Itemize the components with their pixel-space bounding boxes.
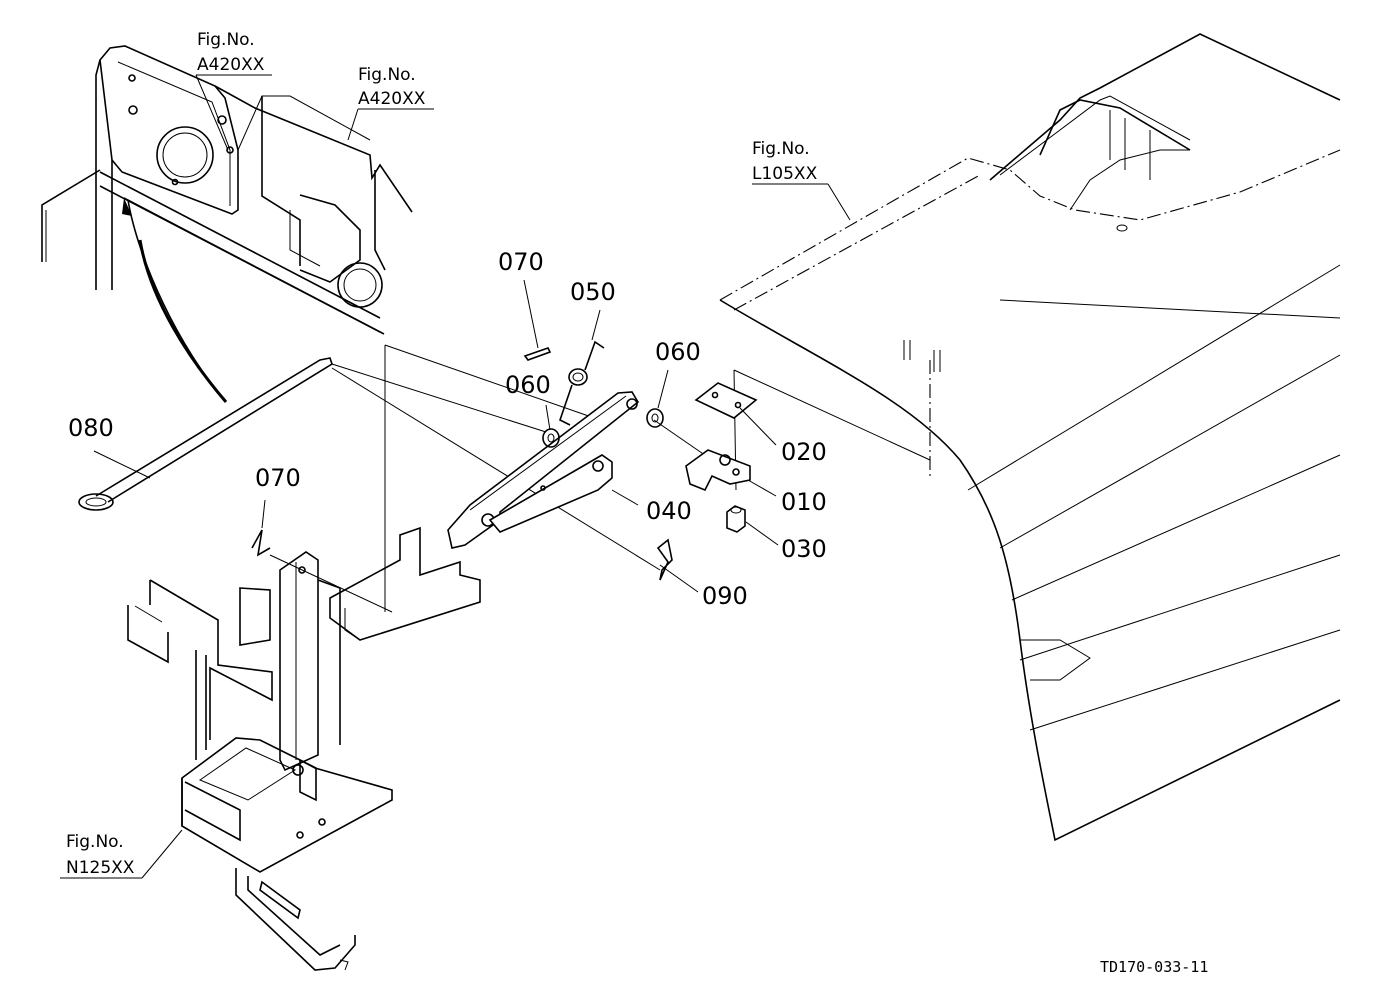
fig-ref-3-prefix: Fig.No. xyxy=(752,139,810,159)
label-070-a: 070 xyxy=(498,248,544,276)
exploded-parts xyxy=(78,340,931,613)
fig-ref-2-prefix: Fig.No. xyxy=(358,65,416,85)
part-080-rod xyxy=(78,357,333,511)
figure-references: Fig.No. A420XX Fig.No. A420XX Fig.No. L1… xyxy=(66,30,818,878)
part-060-washer-b xyxy=(646,408,664,428)
label-010: 010 xyxy=(781,488,827,516)
label-060-b: 060 xyxy=(655,338,701,366)
fig-ref-3-code: L105XX xyxy=(752,164,818,184)
label-090: 090 xyxy=(702,582,748,610)
fig-ref-4-prefix: Fig.No. xyxy=(66,832,124,852)
label-020: 020 xyxy=(781,438,827,466)
label-030: 030 xyxy=(781,535,827,563)
part-050-spring xyxy=(559,340,605,426)
leader-lines xyxy=(60,74,851,879)
label-040: 040 xyxy=(646,497,692,525)
label-070-b: 070 xyxy=(255,464,301,492)
label-080: 080 xyxy=(68,414,114,442)
label-060-a: 060 xyxy=(505,371,551,399)
part-040-link xyxy=(447,391,640,549)
label-050: 050 xyxy=(570,278,616,306)
part-030-nut xyxy=(726,505,746,533)
lower-bracket-assembly xyxy=(127,526,481,971)
part-070-pin-a xyxy=(523,347,552,361)
fig-ref-1-prefix: Fig.No. xyxy=(197,30,255,50)
hood-body-assembly xyxy=(719,33,1341,842)
part-labels: 070 050 060 060 080 020 010 040 030 070 … xyxy=(68,248,827,610)
fig-ref-2-code: A420XX xyxy=(358,89,426,109)
part-060-washer-a xyxy=(542,428,560,448)
part-070-pin-b xyxy=(251,529,271,557)
fig-ref-4-code: N125XX xyxy=(66,858,135,878)
upper-frame-assembly xyxy=(41,45,413,403)
part-090-clip xyxy=(656,538,673,581)
fig-ref-1-code: A420XX xyxy=(197,55,265,75)
drawing-code: TD170-033-11 xyxy=(1100,958,1208,976)
part-010-bracket xyxy=(685,449,751,492)
part-020-plate xyxy=(694,382,758,419)
